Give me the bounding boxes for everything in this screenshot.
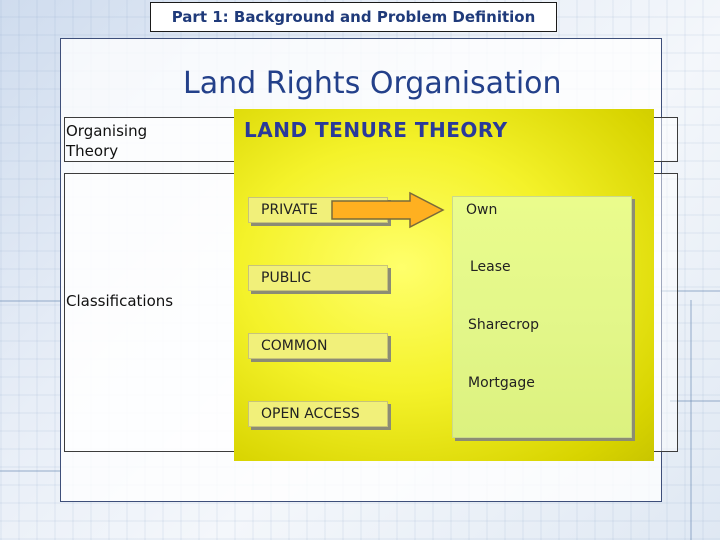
background-map-line	[670, 400, 720, 402]
background-map-line	[660, 290, 720, 292]
background-map-line	[690, 300, 692, 540]
right-arrow-icon	[331, 191, 445, 229]
right-item-lease: Lease	[470, 259, 511, 275]
background-map-line	[0, 300, 60, 302]
tenure-common-button[interactable]: COMMON	[248, 333, 388, 359]
tenure-open-access-button[interactable]: OPEN ACCESS	[248, 401, 388, 427]
slide-title: Land Rights Organisation	[183, 66, 562, 101]
right-item-sharecrop: Sharecrop	[468, 317, 539, 333]
tenure-public-button[interactable]: PUBLIC	[248, 265, 388, 291]
background-map-line	[0, 470, 60, 472]
land-tenure-theory-title: LAND TENURE THEORY	[244, 118, 508, 142]
classifications-label: Classifications	[66, 292, 174, 310]
private-rights-panel	[452, 196, 632, 438]
organising-theory-label: Organising Theory	[66, 122, 148, 160]
right-item-own: Own	[466, 202, 498, 218]
right-item-mortgage: Mortgage	[468, 375, 535, 391]
section-header: Part 1: Background and Problem Definitio…	[150, 2, 557, 32]
